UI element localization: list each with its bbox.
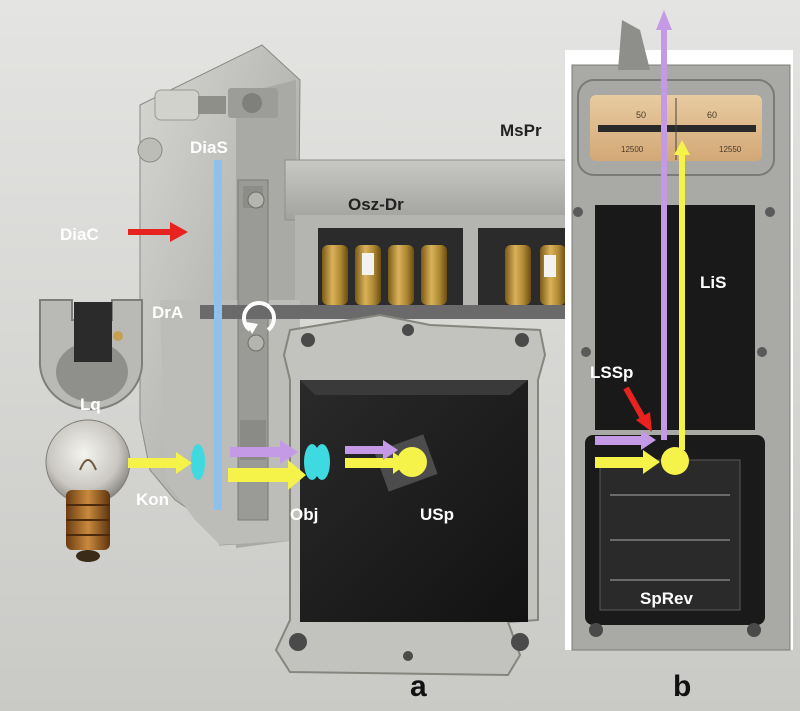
scale-tick-60: 60 xyxy=(707,110,717,120)
label-lssp: LSSp xyxy=(590,363,633,382)
scale-tick-12550: 12550 xyxy=(719,145,742,154)
pointer-arrow-lssp xyxy=(623,386,652,432)
label-kon: Kon xyxy=(136,490,169,509)
label-lis: LiS xyxy=(700,273,726,292)
light-path-yellow-a xyxy=(128,447,427,490)
drive-axle xyxy=(200,305,574,319)
condenser-lens xyxy=(191,444,205,480)
label-lq: Lq xyxy=(80,395,101,414)
label-usp: USp xyxy=(420,505,454,524)
label-dra: DrA xyxy=(152,303,183,322)
light-path-purple-a xyxy=(230,440,398,464)
label-mspr: MsPr xyxy=(500,121,542,140)
scale-tick-50: 50 xyxy=(636,110,646,120)
panel-label-b: b xyxy=(673,670,691,703)
diaphragm-slit xyxy=(214,160,222,510)
label-dias: DiaS xyxy=(190,138,228,157)
lower-housing-a xyxy=(274,313,547,677)
objective-lens-2 xyxy=(314,444,330,480)
label-diac: DiaC xyxy=(60,225,99,244)
pointer-arrow-diac xyxy=(128,222,188,242)
label-osz-dr: Osz-Dr xyxy=(348,195,404,214)
scale-tick-12500: 12500 xyxy=(621,145,644,154)
label-obj: Obj xyxy=(290,505,318,524)
light-path-b xyxy=(595,10,690,475)
panel-label-a: a xyxy=(410,670,427,703)
rotation-arrow-icon xyxy=(242,301,276,332)
label-sprev: SpRev xyxy=(640,589,693,608)
lamp-bulb xyxy=(45,419,131,562)
lamp-holder xyxy=(38,299,143,411)
